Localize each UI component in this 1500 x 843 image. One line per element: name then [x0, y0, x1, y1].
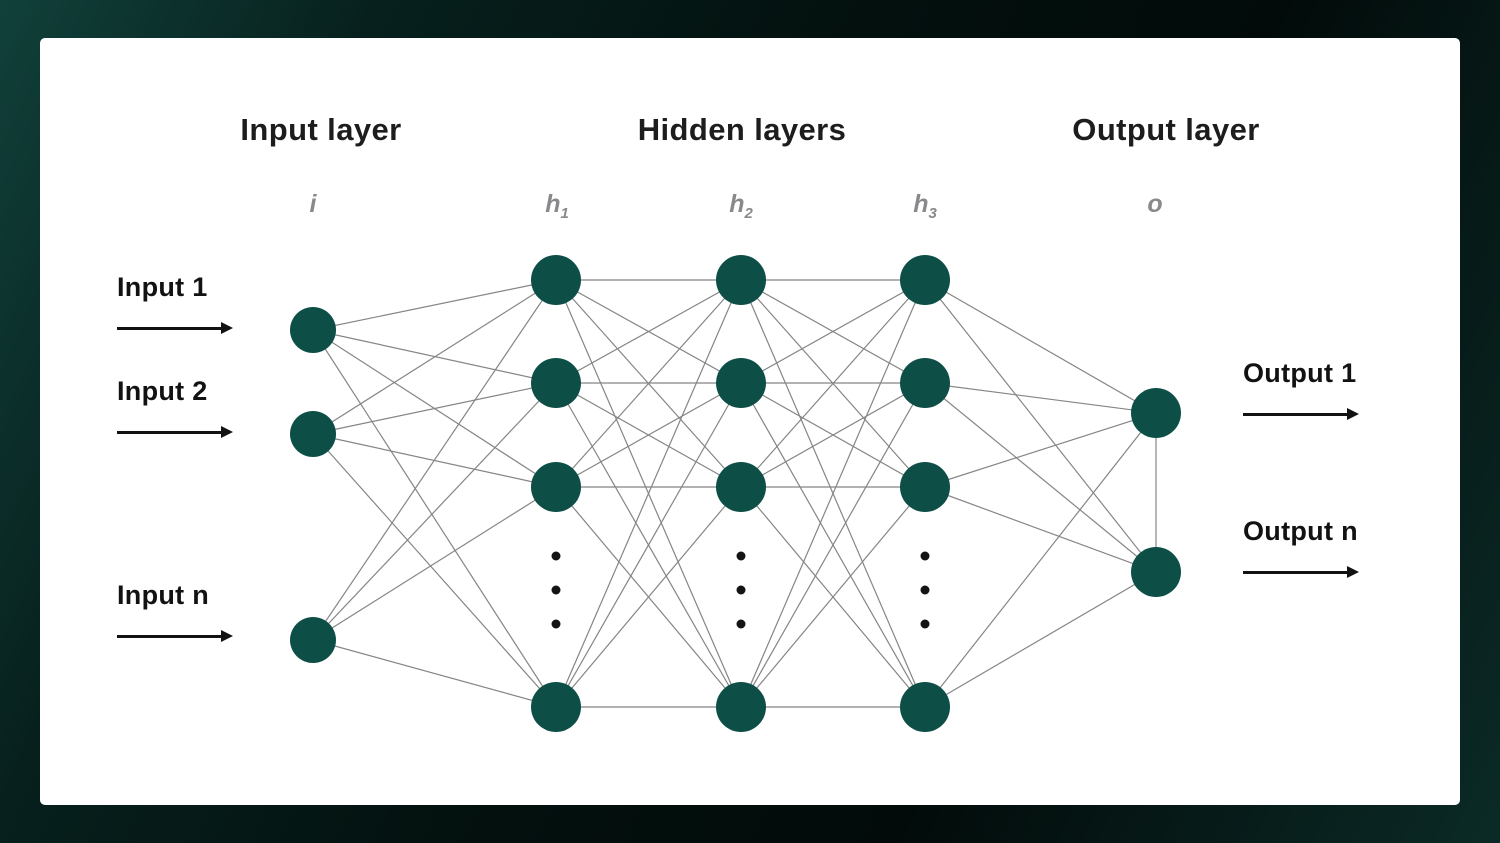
input-n-group: Input n	[117, 580, 221, 638]
edge	[555, 279, 742, 488]
edge	[740, 382, 926, 488]
edge	[924, 382, 1157, 573]
column-label-sub: 3	[928, 205, 937, 222]
ellipsis-dot	[551, 619, 561, 629]
column-label-sub: 2	[744, 205, 753, 222]
column-label-text: h	[545, 190, 561, 218]
edge	[924, 571, 1157, 708]
edge	[924, 279, 1157, 573]
column-label-text: o	[1147, 190, 1163, 218]
hidden-3-node	[900, 462, 950, 512]
ellipsis-dot	[551, 551, 561, 561]
hidden-2-node	[716, 682, 766, 732]
input-node	[290, 411, 336, 457]
edge	[740, 486, 926, 708]
right-arrow-icon	[117, 327, 221, 330]
column-label-sub: 1	[560, 205, 569, 222]
edge	[312, 279, 557, 435]
output-node	[1131, 547, 1181, 597]
hidden-1-node	[531, 682, 581, 732]
edge	[312, 382, 557, 435]
column-label-h1: h1	[545, 190, 569, 222]
column-label-text: h	[729, 190, 745, 218]
edge	[924, 382, 1157, 414]
edges	[312, 279, 1157, 708]
edge	[740, 382, 926, 708]
hidden-1-node	[531, 462, 581, 512]
hidden-3-node	[900, 682, 950, 732]
edge	[312, 329, 557, 708]
column-label-text: h	[913, 190, 929, 218]
output-1-label: Output 1	[1243, 358, 1357, 388]
output-n-label: Output n	[1243, 516, 1358, 546]
column-label-text: i	[309, 190, 317, 218]
edge	[924, 279, 1157, 414]
output-node	[1131, 388, 1181, 438]
edge	[555, 382, 742, 708]
title-input-layer: Input layer	[240, 112, 402, 147]
input-node	[290, 617, 336, 663]
edge	[555, 279, 742, 708]
hidden-2-node	[716, 358, 766, 408]
edge	[740, 279, 926, 384]
right-arrow-icon	[117, 635, 221, 638]
edge	[740, 279, 926, 488]
edge	[740, 279, 926, 708]
hidden-1-node	[531, 358, 581, 408]
edge	[555, 486, 742, 708]
edge	[312, 382, 557, 641]
hidden-3-node	[900, 255, 950, 305]
edge	[312, 433, 557, 708]
ellipsis-dot	[920, 551, 930, 561]
right-arrow-icon	[1243, 413, 1347, 416]
input-2-group: Input 2	[117, 376, 221, 434]
hidden-1-node	[531, 255, 581, 305]
ellipsis-dot	[736, 551, 746, 561]
column-label-o: o	[1147, 190, 1162, 219]
ellipsis-dot	[736, 619, 746, 629]
canvas-card	[40, 38, 1460, 805]
edge	[312, 279, 557, 331]
column-label-h2: h2	[729, 190, 753, 222]
output-n-group: Output n	[1243, 516, 1358, 574]
right-arrow-icon	[117, 431, 221, 434]
right-arrow-icon	[1243, 571, 1347, 574]
column-label-i: i	[310, 190, 317, 219]
column-label-h3: h3	[913, 190, 937, 222]
edge	[555, 279, 742, 384]
hidden-2-node	[716, 462, 766, 512]
edge	[312, 639, 557, 708]
ellipsis-dot	[920, 619, 930, 629]
edge	[555, 382, 742, 488]
hidden-2-node	[716, 255, 766, 305]
input-2-label: Input 2	[117, 376, 208, 406]
title-hidden-layers: Hidden layers	[637, 112, 847, 147]
ellipsis-dot	[920, 585, 930, 595]
edge	[924, 486, 1157, 573]
edge	[924, 412, 1157, 488]
title-output-layer: Output layer	[1072, 112, 1260, 147]
input-n-label: Input n	[117, 580, 210, 610]
ellipsis-dot	[551, 585, 561, 595]
edge	[924, 412, 1157, 708]
input-node	[290, 307, 336, 353]
hidden-3-node	[900, 358, 950, 408]
input-1-label: Input 1	[117, 272, 208, 302]
output-1-group: Output 1	[1243, 358, 1356, 416]
edge	[312, 486, 557, 641]
edge	[312, 279, 557, 641]
ellipsis-dot	[736, 585, 746, 595]
input-1-group: Input 1	[117, 272, 221, 330]
